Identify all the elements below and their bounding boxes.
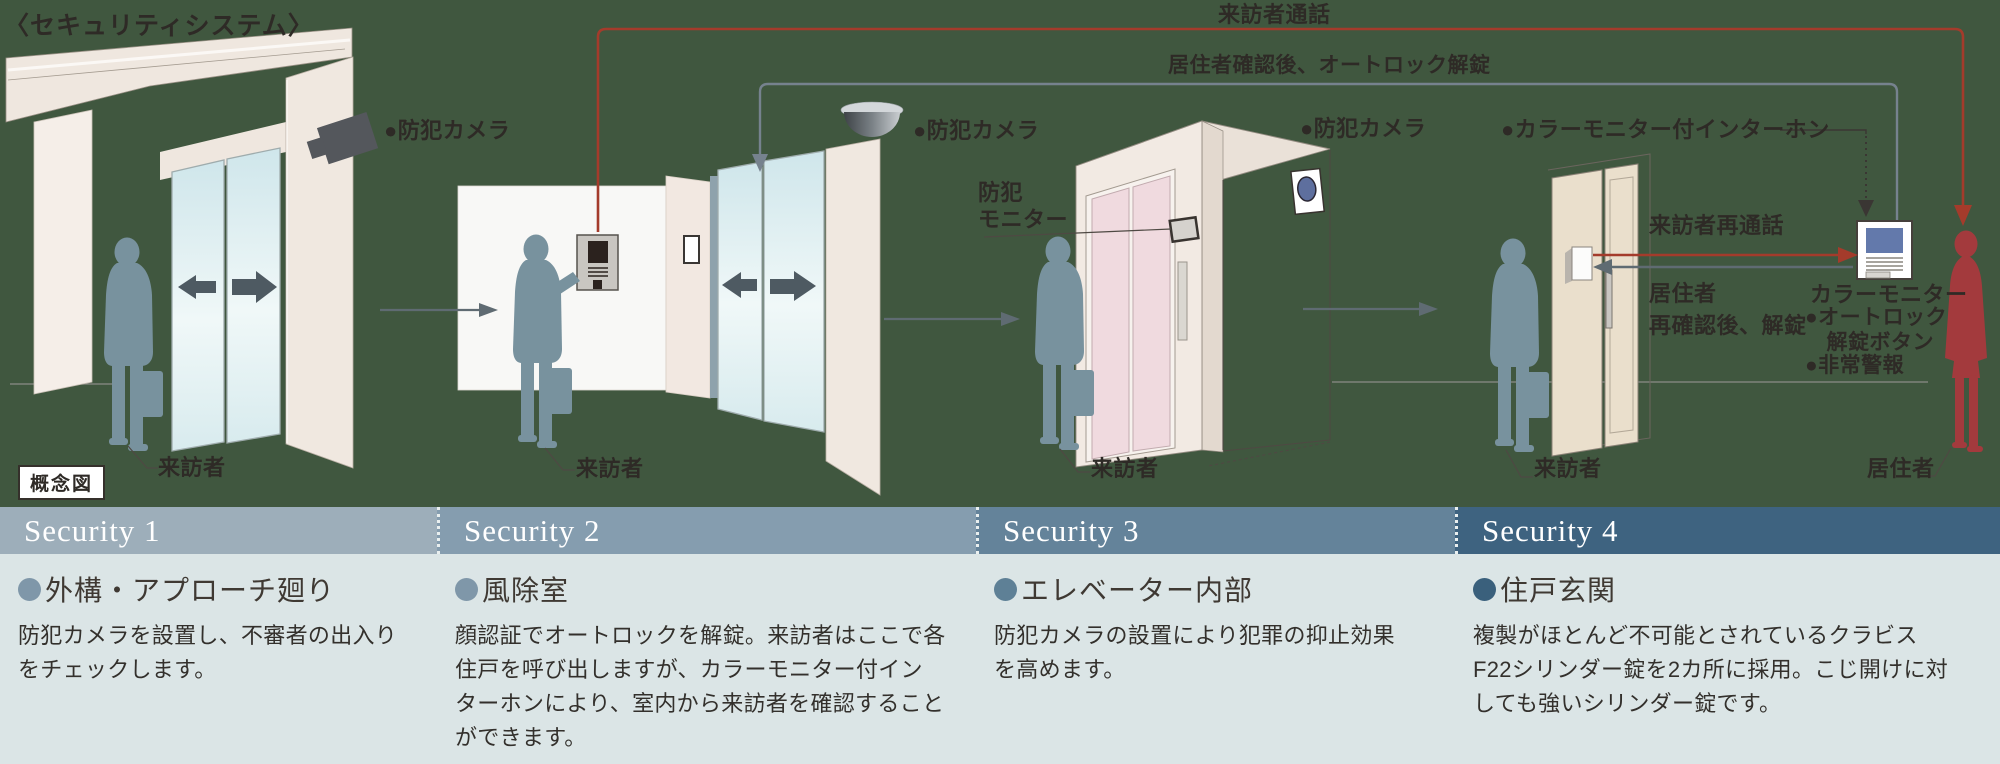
- section-1-heading-text: 外構・アプローチ廻り: [45, 576, 336, 607]
- section-4-bullet-icon: [1473, 577, 1496, 601]
- monitor-screen: [1866, 228, 1903, 253]
- security-system-illustration: [5, 27, 1987, 496]
- glass-door-left: [171, 159, 225, 452]
- section-1-body: 防犯カメラを設置し、不審者の出入り をチェックします。: [18, 623, 398, 682]
- scene-windbreak: [457, 101, 904, 496]
- visitor-silhouette: [104, 237, 163, 451]
- door-intercom-side: [1565, 248, 1572, 284]
- section-security-2: Security 2 風除室 顔認証でオートロックを解錠。来訪者はここで各 住戸…: [437, 507, 976, 764]
- panel-screen: [588, 241, 608, 263]
- panel-button: [593, 280, 602, 289]
- section-3-heading-text: エレベーター内部: [1021, 576, 1254, 607]
- section-2-heading-text: 風除室: [482, 576, 570, 607]
- section-1-heading: 外構・アプローチ廻り: [18, 569, 413, 609]
- concept-diagram-badge: 概念図: [18, 465, 106, 500]
- section-security-1: Security 1 外構・アプローチ廻り 防犯カメラを設置し、不審者の出入り …: [0, 507, 437, 764]
- label-visitor-3: 来訪者: [1091, 456, 1159, 481]
- section-4-header: Security 4: [1455, 507, 2000, 554]
- label-visitor-1: 来訪者: [158, 455, 226, 480]
- section-3-bullet-icon: [994, 577, 1017, 601]
- canopy-line: [7, 48, 346, 81]
- pillar: [665, 175, 711, 399]
- label-security-camera-1: ●防犯カメラ: [384, 118, 511, 143]
- visitor-call-arrowhead: [1954, 205, 1972, 226]
- section-4-heading-text: 住戸玄関: [1500, 576, 1617, 607]
- flow-lines: [596, 27, 1972, 275]
- elevator-side-return: [1201, 120, 1224, 453]
- security-sections: Security 1 外構・アプローチ廻り 防犯カメラを設置し、不審者の出入り …: [0, 507, 2000, 764]
- door-inset-line: [1609, 176, 1634, 434]
- label-interphone: ●カラーモニター付インターホン: [1501, 117, 1830, 142]
- label-visitor-2: 来訪者: [576, 456, 644, 481]
- right-wall: [285, 56, 354, 469]
- elevator-camera-icon: [1290, 167, 1326, 216]
- section-3-body: 防犯カメラの設置により犯罪の抑止効果 を高めます。: [994, 623, 1395, 682]
- canopy: [5, 27, 353, 123]
- door-open-arrows-icon: [178, 271, 277, 303]
- interphone-arrowhead: [1858, 200, 1874, 217]
- scene-unit-entrance: [1490, 153, 1987, 457]
- scene-entrance: [5, 27, 379, 469]
- scene-elevator: [1035, 120, 1331, 468]
- wall-sign: [683, 235, 700, 264]
- section-3-heading: エレベーター内部: [994, 569, 1431, 609]
- elevator-button-panel: [1177, 261, 1188, 341]
- page-title: 〈セキュリティシステム〉: [4, 13, 314, 40]
- label-security-monitor: 防犯 モニター: [978, 180, 1069, 232]
- section-2-header: Security 2: [437, 507, 976, 554]
- section-4-heading: 住戸玄関: [1473, 569, 1976, 609]
- label-autolock-release: 居住者確認後、オートロック解錠: [1168, 54, 1491, 77]
- label-visitor-call: 来訪者通話: [1218, 2, 1331, 27]
- label-visitor-recall: 来訪者再通話: [1649, 213, 1785, 238]
- label-security-camera-3: ●防犯カメラ: [1300, 116, 1427, 141]
- interphone-leader-line: [1780, 129, 1867, 134]
- security-monitor-device: [1168, 215, 1200, 244]
- visitor-silhouette: [1490, 238, 1549, 452]
- color-monitor-device: [1856, 220, 1913, 280]
- canopy-highlight: [7, 38, 351, 72]
- visitor-recall-arrowhead: [1838, 247, 1858, 263]
- entrance-door-right: [1604, 163, 1639, 448]
- visitor-call-line: [596, 27, 1965, 232]
- left-wall: [33, 109, 93, 395]
- dome-camera-icon: [844, 112, 900, 137]
- label-color-monitor: カラーモニター: [1810, 282, 1968, 307]
- panel-speaker: [588, 267, 608, 277]
- scene-connectors: [380, 302, 1438, 326]
- door-intercom: [1571, 246, 1593, 281]
- label-emergency-alarm: ●非常警報: [1805, 354, 1905, 377]
- door-handle: [1605, 269, 1613, 329]
- section-2-bullet-icon: [455, 577, 478, 601]
- section-security-4: Security 4 住戸玄関 複製がほとんど不可能とされているクラビス F22…: [1455, 507, 2000, 764]
- door-frame-strip: [710, 176, 718, 398]
- door-open-arrows-icon: [722, 271, 816, 301]
- elevator-door-left: [1091, 187, 1130, 460]
- section-2-body: 顔認証でオートロックを解錠。来訪者はここで各 住戸を呼び出しますが、カラーモニタ…: [455, 623, 946, 750]
- section-2-heading: 風除室: [455, 569, 952, 609]
- section-1-bullet-icon: [18, 577, 41, 601]
- label-security-camera-2: ●防犯カメラ: [913, 118, 1040, 143]
- glass-door-right: [226, 147, 281, 444]
- security-camera-icon: [306, 112, 379, 165]
- section-1-header: Security 1: [0, 507, 437, 554]
- entrance-door-left: [1551, 169, 1603, 457]
- resident-silhouette: [1945, 230, 1987, 452]
- section-4-body: 複製がほとんど不可能とされているクラビス F22シリンダー錠を2カ所に採用。こじ…: [1473, 623, 1949, 716]
- elevator-wireframe: [1207, 150, 1331, 467]
- door-lintel: [160, 122, 286, 180]
- autolock-release-arrowhead: [752, 154, 768, 172]
- elevator-door-right: [1132, 175, 1171, 452]
- section-3-header: Security 3: [976, 507, 1455, 554]
- label-leader-lines: [127, 228, 1952, 478]
- section-security-3: Security 3 エレベーター内部 防犯カメラの設置により犯罪の抑止効果 を…: [976, 507, 1455, 764]
- label-resident-unlock: 居住者 再確認後、解錠: [1649, 281, 1807, 338]
- resident-unlock-arrowhead: [1593, 259, 1612, 275]
- autolock-release-line: [758, 82, 1899, 220]
- label-autolock-button: ●オートロック 解錠ボタン: [1805, 306, 1948, 354]
- label-visitor-4: 来訪者: [1534, 456, 1602, 481]
- label-resident: 居住者: [1867, 456, 1935, 481]
- right-wall: [825, 138, 881, 496]
- visitor-silhouette: [513, 234, 580, 448]
- monitor-label-leader: [983, 228, 1172, 238]
